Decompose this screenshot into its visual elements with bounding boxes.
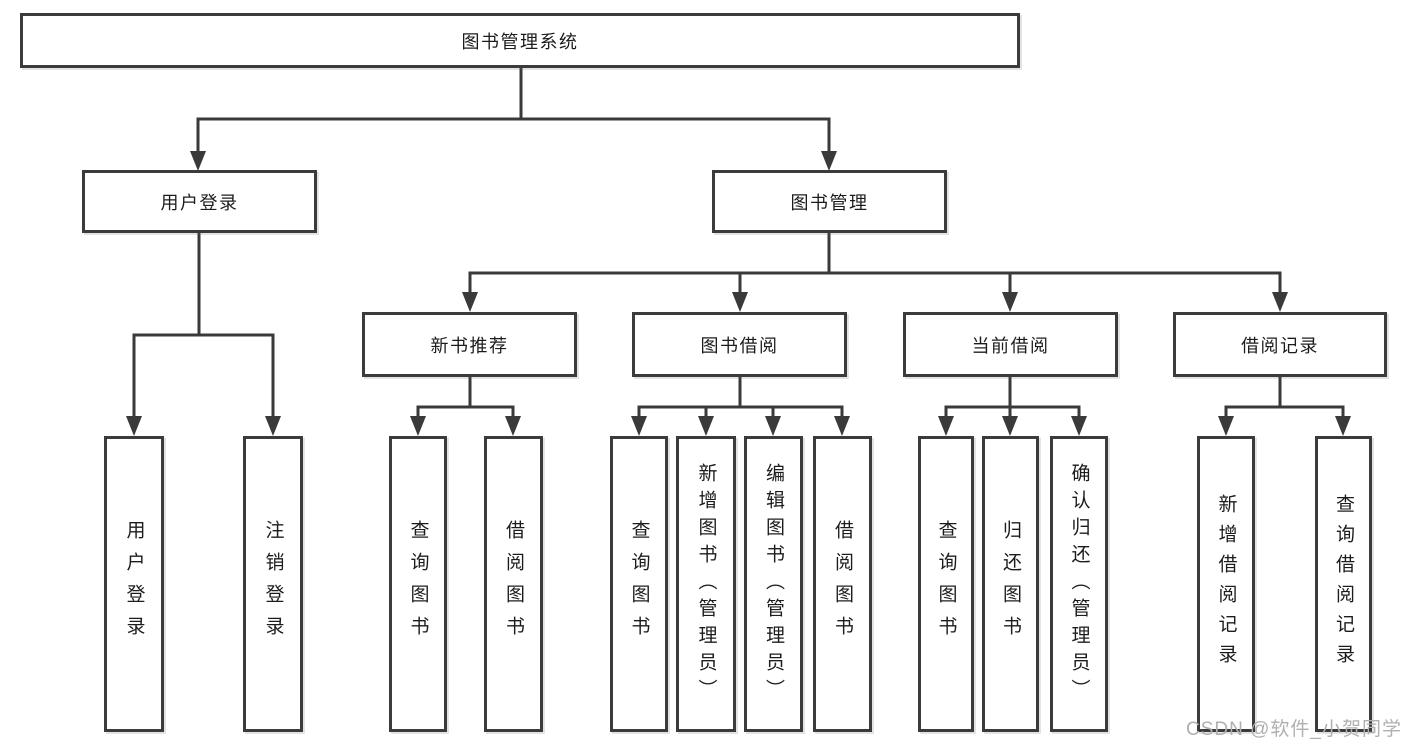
node-book-mgmt: 图书管理 (712, 170, 947, 233)
arrowhead (698, 416, 714, 436)
connector-user-login-children (126, 230, 281, 436)
leaf-user-login: 用户登录 (104, 436, 164, 732)
arrowhead (1218, 416, 1234, 436)
connector-borrow-records-children (1218, 373, 1351, 436)
node-new-books: 新书推荐 (362, 312, 577, 377)
arrowhead (190, 151, 206, 171)
arrowhead (631, 416, 647, 436)
leaf-search-books-1: 查询图书 (389, 436, 447, 732)
connector-new-books-children (410, 373, 521, 436)
leaf-confirm-return-admin: 确认归还（管理员） (1050, 436, 1108, 732)
node-borrow-records: 借阅记录 (1173, 312, 1387, 377)
arrowhead (1071, 416, 1087, 436)
connector-book-mgmt-children (462, 230, 1288, 312)
arrowhead (1272, 292, 1288, 312)
arrowhead (834, 416, 850, 436)
arrowhead (126, 416, 142, 436)
arrowhead (1002, 416, 1018, 436)
node-current-borrow: 当前借阅 (903, 312, 1118, 377)
leaf-borrow-books-1: 借阅图书 (484, 436, 543, 732)
csdn-watermark: CSDN @软件_小贺同学 (1186, 719, 1402, 740)
leaf-add-books-admin: 新增图书（管理员） (676, 436, 736, 732)
leaf-search-books-2: 查询图书 (610, 436, 668, 732)
leaf-borrow-books-2: 借阅图书 (813, 436, 872, 732)
arrowhead (938, 416, 954, 436)
node-book-borrow: 图书借阅 (632, 312, 847, 377)
node-user-login: 用户登录 (82, 170, 317, 233)
leaf-search-books-3: 查询图书 (918, 436, 974, 732)
leaf-logout: 注销登录 (243, 436, 303, 732)
arrowhead (765, 416, 781, 436)
leaf-search-borrow-record: 查询借阅记录 (1315, 436, 1372, 732)
arrowhead (410, 416, 426, 436)
arrowhead (1002, 292, 1018, 312)
connector-root-to-level2 (190, 64, 837, 171)
leaf-return-books: 归还图书 (982, 436, 1039, 732)
arrowhead (732, 292, 748, 312)
arrowhead (505, 416, 521, 436)
leaf-edit-books-admin: 编辑图书（管理员） (744, 436, 803, 732)
connector-current-borrow-children (938, 373, 1087, 436)
connector-book-borrow-children (631, 373, 850, 436)
leaf-add-borrow-record: 新增借阅记录 (1197, 436, 1255, 732)
arrowhead (1335, 416, 1351, 436)
arrowhead (462, 292, 478, 312)
node-root: 图书管理系统 (20, 13, 1020, 68)
arrowhead (265, 416, 281, 436)
arrowhead (821, 151, 837, 171)
